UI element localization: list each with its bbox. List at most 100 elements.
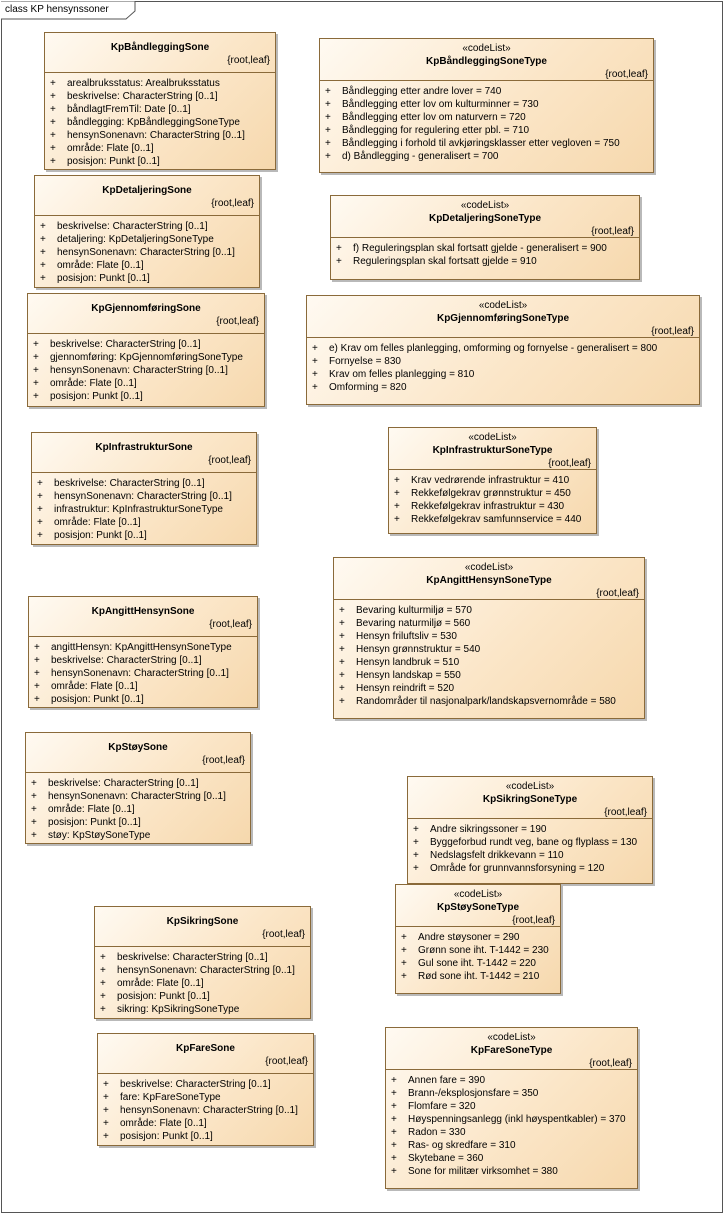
class-box-kpinfrastruktursonetype[interactable]: «codeList»KpInfrastrukturSoneType{root,l… <box>388 427 597 534</box>
visibility-marker: + <box>401 945 407 956</box>
class-box-kpinfrastruktursone[interactable]: KpInfrastrukturSone{root,leaf}+beskrivel… <box>31 432 257 545</box>
class-header: «codeList»KpStøySoneType{root,leaf} <box>396 885 560 927</box>
class-name: KpFareSoneType <box>470 1045 553 1056</box>
class-name: KpGjennomføringSoneType <box>436 313 570 324</box>
class-name: KpBåndleggingSone <box>110 42 210 53</box>
code-value-text: Båndlegging for regulering etter pbl. = … <box>342 125 530 136</box>
code-value-text: Reguleringsplan skal fortsatt gjelde = 9… <box>353 256 537 267</box>
class-name: KpDetaljeringSone <box>102 185 192 196</box>
visibility-marker: + <box>325 138 331 149</box>
attribute-text: beskrivelse: CharacterString [0..1] <box>48 778 199 789</box>
class-stereotype: «codeList» <box>478 300 528 311</box>
class-header: KpBåndleggingSone{root,leaf} <box>45 33 275 73</box>
attribute-row: +posisjon: Punkt [0..1] <box>45 155 275 168</box>
class-box-kpdetaljeringsonetype[interactable]: «codeList»KpDetaljeringSoneType{root,lea… <box>330 195 640 280</box>
visibility-marker: + <box>394 475 400 486</box>
visibility-marker: + <box>40 234 46 245</box>
class-box-kpbandleggingsone[interactable]: KpBåndleggingSone{root,leaf}+arealbrukss… <box>44 32 276 170</box>
class-box-kpsikringsonetype[interactable]: «codeList»KpSikringSoneType{root,leaf}+A… <box>407 776 653 884</box>
class-box-kpangitthensynsone[interactable]: KpAngittHensynSone{root,leaf}+angittHens… <box>28 596 258 708</box>
visibility-marker: + <box>339 644 345 655</box>
visibility-marker: + <box>40 247 46 258</box>
class-box-kpbandleggingsonetype[interactable]: «codeList»KpBåndleggingSoneType{root,lea… <box>319 38 654 173</box>
code-value-text: Annen fare = 390 <box>408 1075 486 1086</box>
class-box-kpgjennomforingsone[interactable]: KpGjennomføringSone{root,leaf}+beskrivel… <box>27 293 265 407</box>
attribute-row: +område: Flate [0..1] <box>26 803 250 816</box>
class-box-kpsikringsone[interactable]: KpSikringSone{root,leaf}+beskrivelse: Ch… <box>94 906 311 1019</box>
visibility-marker: + <box>103 1092 109 1103</box>
visibility-marker: + <box>50 78 56 89</box>
code-value-row: +Område for grunnvannsforsyning = 120 <box>408 862 652 875</box>
visibility-marker: + <box>34 668 40 679</box>
visibility-marker: + <box>413 824 419 835</box>
code-value-row: +Skytebane = 360 <box>386 1152 637 1165</box>
code-value-text: Rekkefølgekrav infrastruktur = 430 <box>411 501 565 512</box>
visibility-marker: + <box>391 1153 397 1164</box>
visibility-marker: + <box>103 1118 109 1129</box>
code-value-text: Nedslagsfelt drikkevann = 110 <box>430 850 564 861</box>
diagram-frame-tab <box>1 1 136 20</box>
attribute-text: båndlagtFremTil: Date [0..1] <box>67 104 191 115</box>
class-box-kpstoysone[interactable]: KpStøySone{root,leaf}+beskrivelse: Chara… <box>25 732 251 844</box>
attribute-text: område: Flate [0..1] <box>117 978 204 989</box>
attribute-text: beskrivelse: CharacterString [0..1] <box>117 952 268 963</box>
class-name: KpStøySoneType <box>436 902 520 913</box>
attribute-text: beskrivelse: CharacterString [0..1] <box>120 1079 271 1090</box>
attribute-row: +sikring: KpSikringSoneType <box>95 1003 310 1016</box>
visibility-marker: + <box>336 256 342 267</box>
code-value-text: Krav vedrørende infrastruktur = 410 <box>411 475 570 486</box>
attribute-row: +detaljering: KpDetaljeringSoneType <box>35 233 259 246</box>
attribute-row: +posisjon: Punkt [0..1] <box>26 816 250 829</box>
class-header: «codeList»KpDetaljeringSoneType{root,lea… <box>331 196 639 238</box>
code-value-text: Båndlegging i forhold til avkjøringsklas… <box>342 138 620 149</box>
class-header: «codeList»KpFareSoneType{root,leaf} <box>386 1028 637 1070</box>
class-name: KpGjennomføringSone <box>91 303 201 314</box>
class-name: KpAngittHensynSone <box>91 606 195 617</box>
class-name: KpInfrastrukturSone <box>95 442 193 453</box>
code-value-text: d) Båndlegging - generalisert = 700 <box>342 151 499 162</box>
class-tagged-values: {root,leaf} <box>596 588 639 599</box>
visibility-marker: + <box>339 683 345 694</box>
attribute-row: +posisjon: Punkt [0..1] <box>29 693 257 706</box>
visibility-marker: + <box>339 696 345 707</box>
code-value-text: Flomfare = 320 <box>408 1101 476 1112</box>
class-name: KpFareSone <box>176 1043 235 1054</box>
visibility-marker: + <box>391 1127 397 1138</box>
code-value-row: +Båndlegging for regulering etter pbl. =… <box>320 124 653 137</box>
visibility-marker: + <box>394 501 400 512</box>
code-value-row: +Fornyelse = 830 <box>307 355 699 368</box>
visibility-marker: + <box>391 1140 397 1151</box>
class-box-kpdetaljeringsone[interactable]: KpDetaljeringSone{root,leaf} + beskrivelse… <box>34 175 260 288</box>
code-value-row: +Sone for militær virksomhet = 380 <box>386 1165 637 1178</box>
code-value-row: +Hensyn grønnstruktur = 540 <box>334 643 644 656</box>
attribute-text: fare: KpFareSoneType <box>120 1092 221 1103</box>
code-value-text: Hensyn landskap = 550 <box>356 670 461 681</box>
class-box-kpstoysonetype[interactable]: «codeList»KpStøySoneType{root,leaf}+Andr… <box>395 884 561 994</box>
code-value-row: +Flomfare = 320 <box>386 1100 637 1113</box>
attribute-row: +beskrivelse: CharacterString [0..1] <box>28 338 264 351</box>
attribute-row: +beskrivelse: CharacterString [0..1] <box>26 777 250 790</box>
code-value-row: + Reguleringsplan skal fortsatt gjelde = … <box>331 255 639 268</box>
visibility-marker: + <box>391 1166 397 1177</box>
attribute-row: +båndlagtFremTil: Date [0..1] <box>45 103 275 116</box>
class-box-kpgjennomforingsonetype[interactable]: «codeList»KpGjennomføringSoneType{root,l… <box>306 295 700 405</box>
class-header: KpDetaljeringSone{root,leaf} <box>35 176 259 216</box>
visibility-marker: + <box>339 618 345 629</box>
code-value-row: +f) Reguleringsplan skal fortsatt gjelde… <box>331 242 639 255</box>
attribute-text: hensynSonenavn: CharacterString [0..1] <box>48 791 226 802</box>
class-box-kpfaresone[interactable]: KpFareSone{root,leaf}+beskrivelse: Chara… <box>97 1033 314 1146</box>
class-stereotype: «codeList» <box>468 432 517 443</box>
class-box-kpangitthensynsonetype[interactable]: «codeList»KpAngittHensynSoneType{root,le… <box>333 557 645 719</box>
code-value-text: Bevaring naturmiljø = 560 <box>356 618 471 629</box>
attribute-text: beskrivelse: CharacterString [0..1] <box>57 221 208 232</box>
code-value-text: Grønn sone iht. T-1442 = 230 <box>418 945 549 956</box>
visibility-marker: + <box>33 378 39 389</box>
attribute-row: + fare: KpFareSoneType <box>98 1091 313 1104</box>
code-value-row: +Rekkefølgekrav samfunnservice = 440 <box>389 513 596 526</box>
class-tagged-values: {root,leaf} <box>209 619 252 630</box>
visibility-marker: + <box>50 91 56 102</box>
attribute-text: område: Flate [0..1] <box>57 260 144 271</box>
visibility-marker: + <box>37 491 43 502</box>
class-box-kpfaresonetype[interactable]: «codeList»KpFareSoneType{root,leaf} + Anne… <box>385 1027 638 1189</box>
